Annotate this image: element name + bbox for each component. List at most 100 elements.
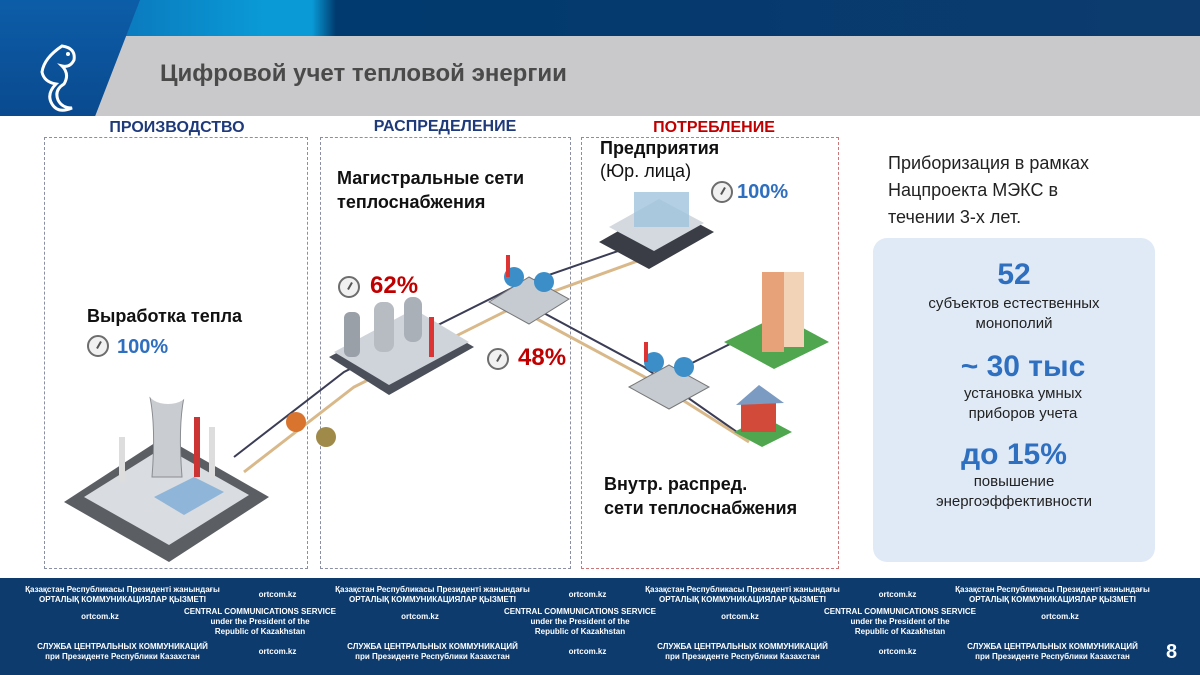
production-percent: 100%	[117, 336, 169, 358]
footer-site-link[interactable]: ortcom.kz	[535, 642, 640, 662]
footer-text: при Президенте Республики Казахстан	[45, 652, 200, 661]
footer-text: СЛУЖБА ЦЕНТРАЛЬНЫХ КОММУНИКАЦИЙ	[967, 642, 1138, 651]
top-band	[0, 0, 1200, 36]
footer-text: Қазақстан Республикасы Президенті жанынд…	[955, 585, 1150, 594]
stat-value: 52	[997, 258, 1031, 291]
production-label: ПРОИЗВОДСТВО	[109, 119, 245, 136]
footer-text: Қазақстан Республикасы Президенті жанынд…	[335, 585, 530, 594]
footer: Қазақстан Республикасы Президенті жанынд…	[0, 578, 1200, 675]
footer-text: Republic of Kazakhstan	[214, 627, 306, 636]
footer-text: under the President of the	[210, 617, 310, 626]
footer-text: ОРТАЛЫҚ КОММУНИКАЦИЯЛАР ҚЫЗМЕТІ	[349, 595, 516, 604]
footer-text: ortcom.kz	[401, 612, 439, 621]
stat-desc: установка умных	[963, 385, 1083, 402]
stats-panel: 52 субъектов естественных монополий ~ 30…	[873, 238, 1155, 562]
meter-gauge-icon	[87, 335, 109, 357]
footer-text: ortcom.kz	[878, 590, 917, 599]
pump-icons	[286, 412, 336, 447]
distribution-box	[320, 137, 571, 569]
stat-value: ~ 30 тыс	[960, 350, 1086, 383]
pumping-hub-icon	[488, 255, 570, 325]
footer-text: при Президенте Республики Казахстан	[665, 652, 820, 661]
footer-text: ОРТАЛЫҚ КОММУНИКАЦИЯЛАР ҚЫЗМЕТІ	[969, 595, 1136, 604]
footer-text: Republic of Kazakhstan	[534, 627, 626, 636]
meter-gauge-icon	[487, 348, 509, 370]
footer-text: ortcom.kz	[81, 612, 119, 621]
footer-row: Қазақстан Республикасы Президенті жанынд…	[20, 585, 1155, 605]
stat-desc: повышение	[973, 473, 1055, 490]
heat-network-illustration	[64, 192, 829, 562]
footer-text: ortcom.kz	[721, 612, 759, 621]
footer-text: Қазақстан Республикасы Президенті жанынд…	[25, 585, 220, 594]
footer-site-link[interactable]: ortcom.kz	[845, 585, 950, 605]
production-box	[44, 137, 308, 569]
heat-generation-label: Выработка тепла	[87, 306, 243, 326]
mains-percent: 62%	[370, 272, 419, 299]
intro-line: Приборизация в рамках	[888, 153, 1090, 173]
footer-site-link[interactable]: ortcom.kz	[225, 642, 330, 662]
title-band	[0, 36, 1200, 116]
footer-text: Republic of Kazakhstan	[854, 627, 946, 636]
footer-text: Қазақстан Республикасы Президенті жанынд…	[645, 585, 840, 594]
stat-desc: монополий	[975, 315, 1053, 332]
footer-site-link[interactable]: ortcom.kz	[360, 607, 480, 637]
footer-site-link[interactable]: ortcom.kz	[535, 585, 640, 605]
footer-text: при Президенте Республики Казахстан	[975, 652, 1130, 661]
apartment-tower-icon	[724, 272, 829, 369]
footer-text: ortcom.kz	[258, 590, 297, 599]
heat-station-icon	[329, 297, 474, 395]
footer-kz-text: Қазақстан Республикасы Президенті жанынд…	[640, 585, 845, 605]
enterprise-building-icon	[599, 192, 714, 269]
intro-line: течении 3-х лет.	[888, 207, 1022, 227]
enterprise-percent: 100%	[737, 181, 789, 203]
distribution-label: РАСПРЕДЕЛЕНИЕ	[373, 118, 517, 135]
footer-site-link[interactable]: ortcom.kz	[40, 607, 160, 637]
footer-text: ortcom.kz	[1041, 612, 1079, 621]
metering-intro: Приборизация в рамках Нацпроекта МЭКС в …	[888, 150, 1089, 231]
footer-text: under the President of the	[530, 617, 630, 626]
footer-text: under the President of the	[850, 617, 950, 626]
substation-icon	[627, 342, 711, 410]
internal-network-label-2: сети теплоснабжения	[604, 498, 798, 518]
page-number: 8	[1166, 641, 1178, 663]
footer-site-link[interactable]: ortcom.kz	[845, 642, 950, 662]
footer-text: ОРТАЛЫҚ КОММУНИКАЦИЯЛАР ҚЫЗМЕТІ	[659, 595, 826, 604]
consumption-label: ПОТРЕБЛЕНИЕ	[653, 119, 775, 136]
footer-site-link[interactable]: ortcom.kz	[680, 607, 800, 637]
footer-kz-text: Қазақстан Республикасы Президенті жанынд…	[20, 585, 225, 605]
footer-kz-text: Қазақстан Республикасы Президенті жанынд…	[950, 585, 1155, 605]
page-title: Цифровой учет тепловой энергии	[160, 60, 567, 87]
footer-text: СЛУЖБА ЦЕНТРАЛЬНЫХ КОММУНИКАЦИЙ	[37, 642, 208, 651]
footer-text: ortcom.kz	[878, 647, 917, 656]
meter-gauge-icon	[338, 276, 360, 298]
mains-label-2: теплоснабжения	[337, 192, 486, 212]
footer-kz-text: Қазақстан Республикасы Президенті жанынд…	[330, 585, 535, 605]
footer-text: CENTRAL COMMUNICATIONS SERVICE	[823, 607, 976, 616]
stat-value: до 15%	[961, 438, 1067, 471]
meter-gauge-icon	[711, 181, 733, 203]
snow-leopard-logo-icon	[40, 44, 76, 112]
intro-line: Нацпроекта МЭКС в	[888, 180, 1059, 200]
stat-desc: приборов учета	[968, 405, 1078, 422]
consumption-box	[581, 137, 839, 569]
footer-site-link[interactable]: ortcom.kz	[225, 585, 330, 605]
footer-site-link[interactable]: ortcom.kz	[1000, 607, 1120, 637]
footer-text: ortcom.kz	[568, 590, 607, 599]
footer-text: CENTRAL COMMUNICATIONS SERVICE	[183, 607, 336, 616]
footer-text: ortcom.kz	[258, 647, 297, 656]
enterprise-sublabel: (Юр. лица)	[600, 161, 692, 181]
internal-network-label-1: Внутр. распред.	[604, 474, 748, 494]
mains-label-1: Магистральные сети	[337, 168, 525, 188]
footer-text: ortcom.kz	[568, 647, 607, 656]
footer-text: СЛУЖБА ЦЕНТРАЛЬНЫХ КОММУНИКАЦИЙ	[347, 642, 518, 651]
enterprise-label: Предприятия	[600, 138, 720, 158]
footer-text: при Президенте Республики Казахстан	[355, 652, 510, 661]
